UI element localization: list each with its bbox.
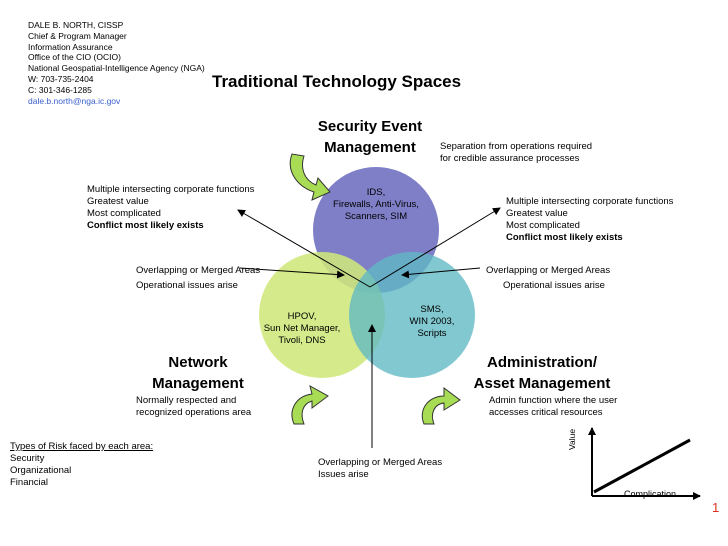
page-title: Traditional Technology Spaces xyxy=(212,72,462,91)
security-cycle-arrow-icon xyxy=(289,153,331,201)
contact-cell-phone: C: 301-346-1285 xyxy=(28,84,92,95)
admin-cycle-arrow-icon xyxy=(421,387,461,425)
network-cycle-arrow-icon xyxy=(291,385,329,425)
contact-email-link[interactable]: dale.b.north@nga.ic.gov xyxy=(28,95,121,106)
risk-item: Security xyxy=(10,453,45,464)
left-callout: Multiple intersecting corporate function… xyxy=(87,184,255,231)
page-number: 1 xyxy=(712,500,720,515)
admin-circle xyxy=(349,252,475,378)
overlap-left-label: Overlapping or Merged Areas Operational … xyxy=(136,265,261,291)
admin-circle-label: SMS, WIN 2003, Scripts xyxy=(409,304,455,339)
arrow-overlap-left xyxy=(239,267,345,279)
contact-name: DALE B. NORTH, CISSP xyxy=(28,20,124,30)
admin-heading: Administration/ Asset Management xyxy=(473,354,611,392)
trend-line xyxy=(593,438,691,494)
contact-role: Chief & Program Manager xyxy=(28,30,127,41)
value-complication-graph xyxy=(588,427,701,500)
contact-office: Office of the CIO (OCIO) xyxy=(28,52,121,63)
risk-list: Types of Risk faced by each area: Securi… xyxy=(10,441,153,489)
contact-agency: National Geospatial-Intelligence Agency … xyxy=(28,63,205,74)
arrow-overlap-right xyxy=(401,267,481,279)
network-circle-label: HPOV, Sun Net Manager, Tivoli, DNS xyxy=(263,311,341,346)
contact-block: DALE B. NORTH, CISSP Chief & Program Man… xyxy=(28,20,205,106)
admin-note: Admin function where the user accesses c… xyxy=(489,395,618,418)
contact-dept: Information Assurance xyxy=(28,41,113,52)
security-circle-label: IDS, Firewalls, Anti-Virus, Scanners, SI… xyxy=(333,187,419,222)
graph-xlabel: Complication xyxy=(624,489,677,499)
overlap-bottom-label: Overlapping or Merged Areas Issues arise xyxy=(318,457,443,480)
risk-header: Types of Risk faced by each area: xyxy=(10,441,154,452)
network-note: Normally respected and recognized operat… xyxy=(136,395,252,418)
right-callout: Multiple intersecting corporate function… xyxy=(506,196,674,243)
network-heading: Network Management xyxy=(152,354,244,392)
overlap-right-label: Overlapping or Merged Areas Operational … xyxy=(486,265,611,291)
risk-item: Financial xyxy=(10,477,49,488)
network-circle xyxy=(259,252,385,378)
graph-ylabel: Value xyxy=(567,428,577,450)
arrow-left-callout xyxy=(237,209,371,288)
contact-work-phone: W: 703-735-2404 xyxy=(28,73,94,84)
arrow-right-callout xyxy=(369,207,501,288)
risk-item: Organizational xyxy=(10,465,72,476)
security-heading: Security Event Management xyxy=(317,118,423,156)
security-note: Separation from operations required for … xyxy=(440,141,593,164)
